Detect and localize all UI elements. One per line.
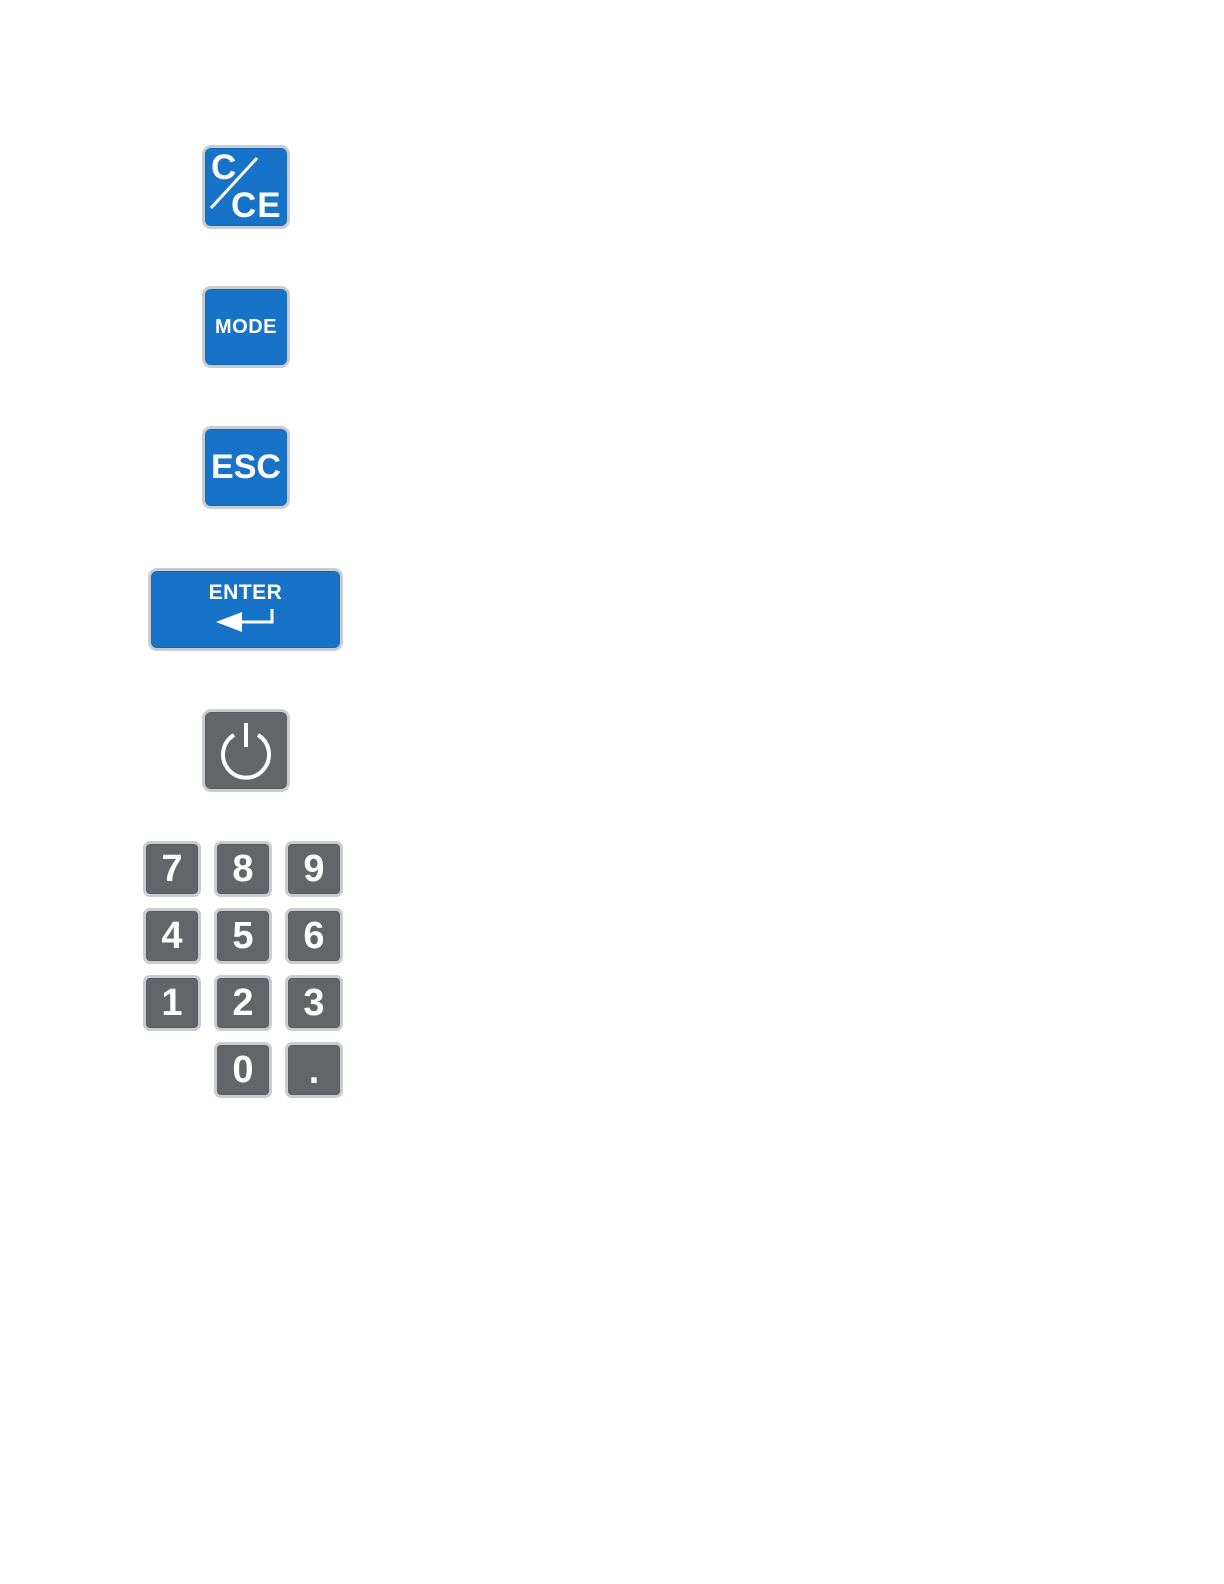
mode-key-label: MODE	[215, 316, 277, 339]
numpad-key-label: 7	[161, 848, 182, 891]
clear-ce-key[interactable]: C CE	[202, 145, 290, 229]
numpad-key-label: 0	[232, 1049, 253, 1092]
power-icon	[218, 721, 274, 781]
power-key[interactable]	[202, 709, 290, 792]
enter-key[interactable]: ENTER	[148, 568, 343, 651]
numpad-key-1[interactable]: 1	[143, 975, 201, 1031]
numpad-key-7[interactable]: 7	[143, 841, 201, 897]
return-arrow-icon	[214, 607, 278, 633]
numpad-key-label: 3	[303, 982, 324, 1025]
numpad-key-label: 1	[161, 982, 182, 1025]
numpad-key-5[interactable]: 5	[214, 908, 272, 964]
numpad-key-3[interactable]: 3	[285, 975, 343, 1031]
escape-key-label: ESC	[211, 448, 281, 487]
numpad-key-2[interactable]: 2	[214, 975, 272, 1031]
numpad-key-8[interactable]: 8	[214, 841, 272, 897]
numpad-key-6[interactable]: 6	[285, 908, 343, 964]
numpad-key-decimal[interactable]: .	[285, 1042, 343, 1098]
numpad-key-0[interactable]: 0	[214, 1042, 272, 1098]
numpad-key-label: 4	[161, 915, 182, 958]
enter-key-label: ENTER	[209, 581, 283, 605]
numpad-key-4[interactable]: 4	[143, 908, 201, 964]
mode-key[interactable]: MODE	[202, 286, 290, 368]
numpad-key-label: 5	[232, 915, 253, 958]
numpad-key-label: 2	[232, 982, 253, 1025]
numpad-key-label: 8	[232, 848, 253, 891]
numpad-key-label: 9	[303, 848, 324, 891]
clear-entry-key-label: CE	[231, 188, 282, 223]
escape-key[interactable]: ESC	[202, 426, 290, 509]
numpad-key-label: .	[309, 1050, 320, 1095]
numpad-key-9[interactable]: 9	[285, 841, 343, 897]
numpad-key-label: 6	[303, 915, 324, 958]
